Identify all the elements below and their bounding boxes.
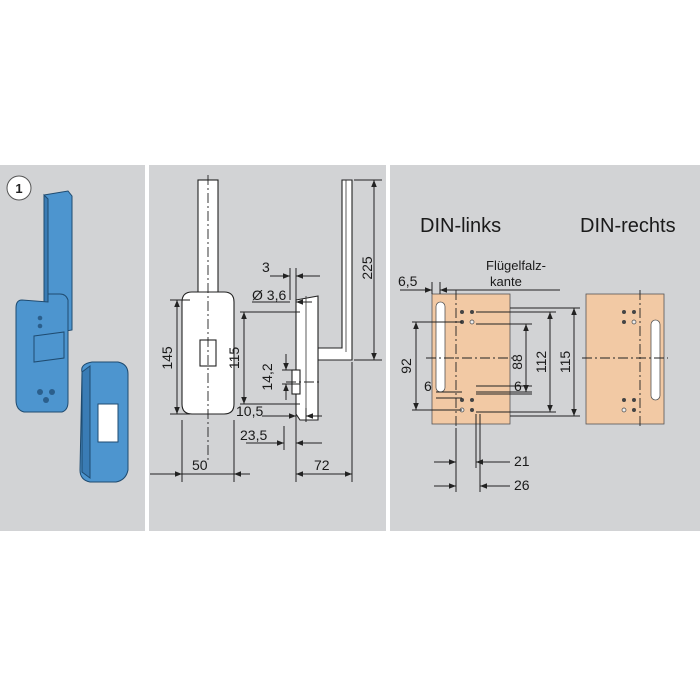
dim-115-left-label: 115 — [226, 347, 242, 370]
dim-6-right-label: 6 — [514, 378, 522, 394]
step-badge-number: 1 — [15, 181, 22, 196]
dim-88-label: 88 — [509, 354, 525, 370]
step-badge — [6, 175, 32, 201]
dimension-50: 50 — [150, 420, 250, 482]
dimension-21: 21 — [434, 414, 530, 492]
dimension-92: 92 — [398, 321, 462, 411]
dim-92-label: 92 — [398, 358, 414, 374]
panel-middle: 145 115 3 Ø 3,6 14,2 — [150, 175, 382, 482]
dim-6-5-label: 6,5 — [398, 273, 418, 289]
dim-6-left-label: 6 — [424, 378, 432, 394]
panel-left: 1 — [6, 175, 129, 483]
dimension-6-left: 6 — [424, 378, 462, 399]
dimension-6-5: 6,5 — [398, 273, 560, 294]
heading-din-links: DIN-links — [420, 215, 501, 237]
handle-3d-illustration — [15, 190, 129, 483]
dimension-145: 145 — [159, 299, 190, 415]
dimension-6-right: 6 — [476, 378, 532, 395]
label-fluegelfalz-line2: kante — [490, 274, 522, 289]
dim-26-label: 26 — [514, 477, 530, 493]
dimension-10-5: 10,5 — [236, 403, 322, 422]
dimension-112: 112 — [476, 311, 556, 413]
dim-112-label: 112 — [533, 351, 549, 374]
dim-10-5-label: 10,5 — [236, 403, 263, 419]
din-links-plate — [426, 290, 516, 428]
side-view — [286, 179, 353, 421]
heading-din-rechts: DIN-rechts — [580, 215, 676, 237]
dimension-115-left: 115 — [226, 311, 300, 405]
dimension-3: 3 — [262, 259, 320, 300]
din-rechts-plate — [582, 290, 668, 428]
dim-21-label: 21 — [514, 453, 530, 469]
dimension-26: 26 — [434, 414, 530, 493]
dim-23-5-label: 23,5 — [240, 427, 267, 443]
dim-14-2-label: 14,2 — [259, 363, 275, 390]
dim-72-label: 72 — [314, 457, 330, 473]
dim-225-label: 225 — [359, 256, 375, 280]
dim-115-right-label: 115 — [557, 351, 573, 374]
dim-50-label: 50 — [192, 457, 208, 473]
dimension-115-right: 115 — [510, 307, 580, 417]
panel-right: DIN-links DIN-rechts Flügelfalz- kante — [398, 215, 676, 493]
dim-dia36-label: Ø 3,6 — [252, 287, 286, 303]
dimension-dia36: Ø 3,6 — [252, 287, 312, 305]
dimension-72: 72 — [295, 362, 353, 482]
dim-3-label: 3 — [262, 259, 270, 275]
dimension-88: 88 — [476, 323, 532, 393]
dimension-14-2: 14,2 — [259, 354, 300, 400]
dim-145-label: 145 — [159, 346, 175, 370]
front-view — [181, 175, 235, 460]
label-fluegelfalz-line1: Flügelfalz- — [486, 258, 546, 273]
dimension-225: 225 — [354, 179, 382, 361]
